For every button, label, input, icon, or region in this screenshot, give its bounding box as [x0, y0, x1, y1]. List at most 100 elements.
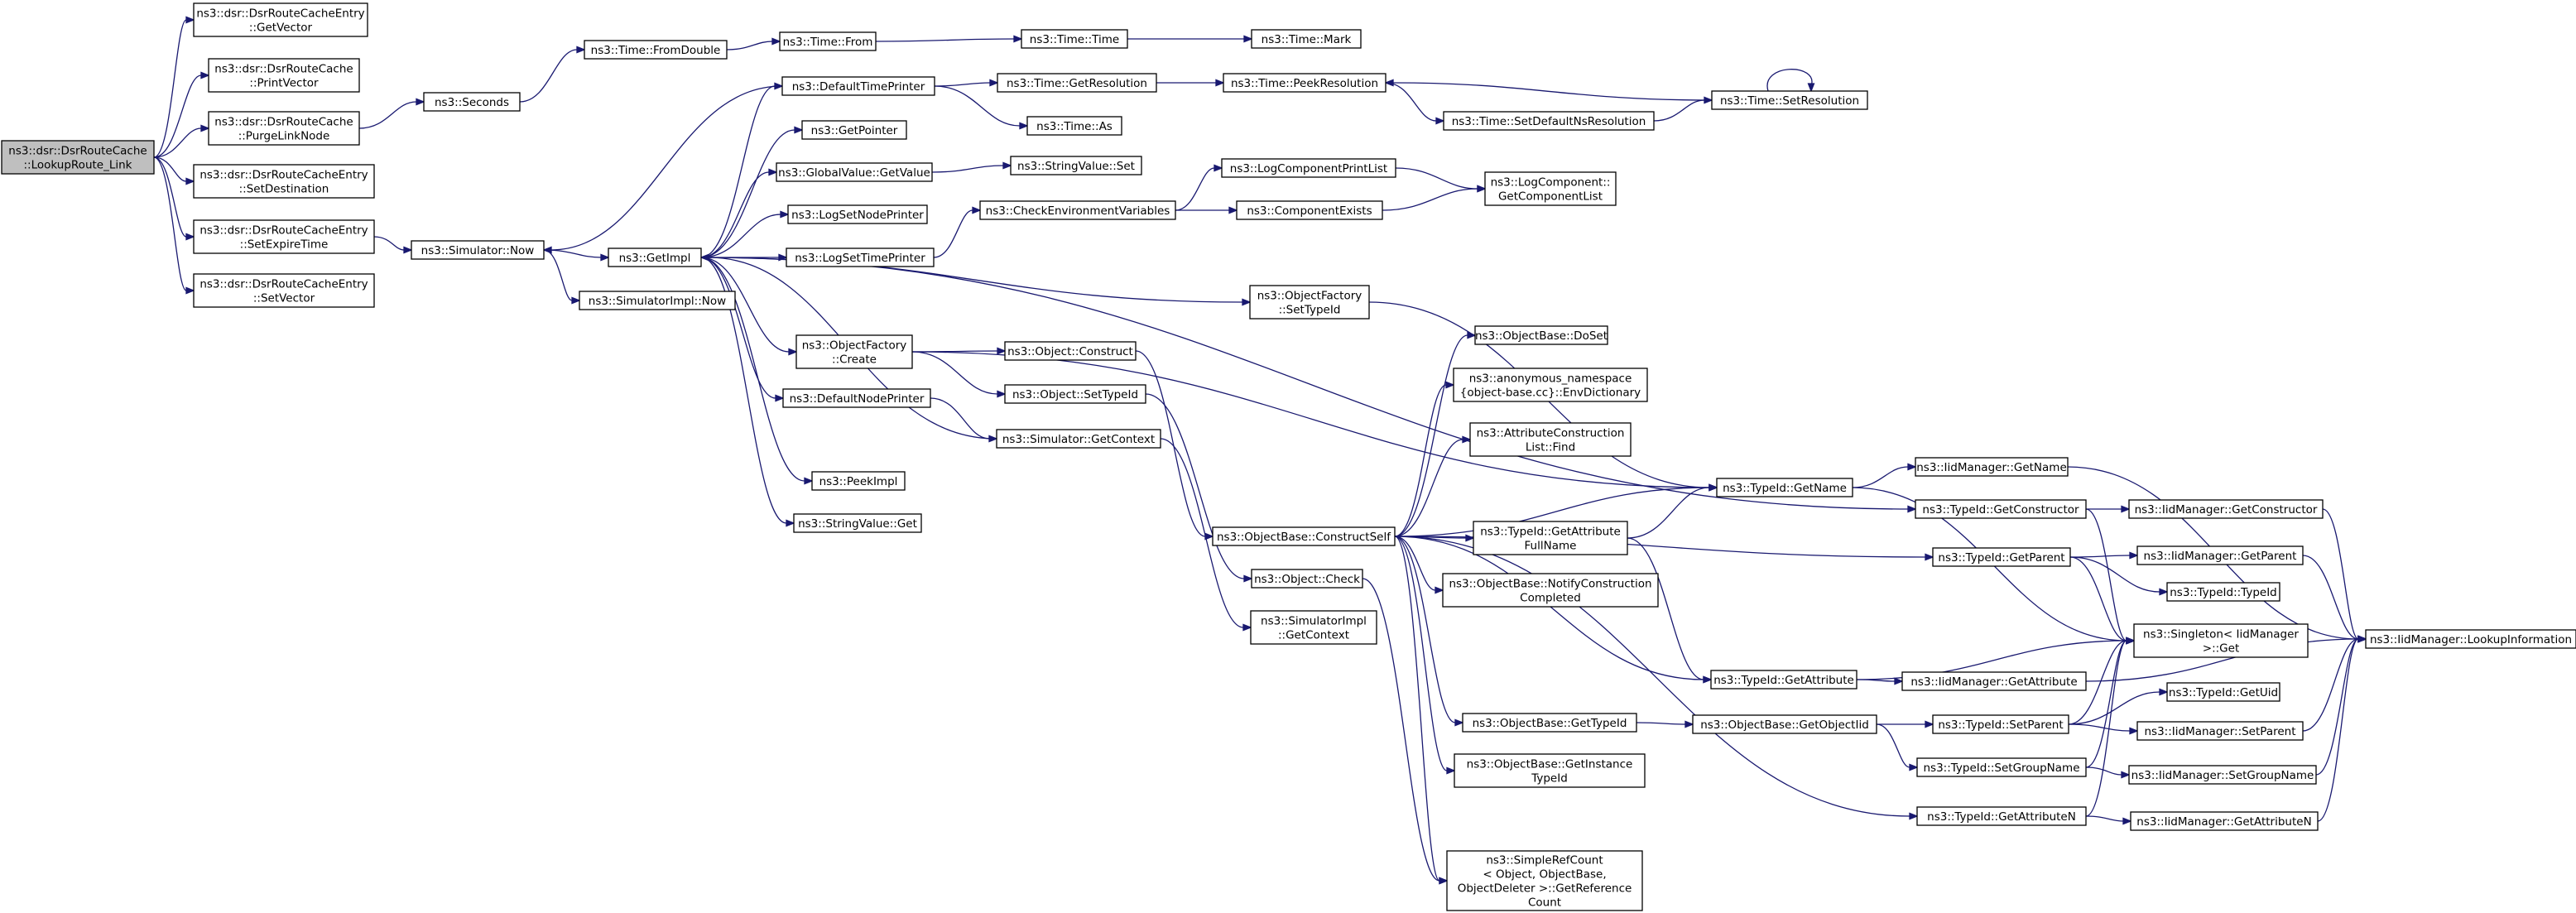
node-box[interactable] [1454, 753, 1646, 788]
node-box[interactable] [1915, 499, 2087, 519]
node-box[interactable] [2136, 545, 2304, 565]
node-box[interactable] [1710, 670, 1858, 690]
node-typeid-setgroupname[interactable]: ns3::TypeId::SetGroupName [1916, 757, 2087, 777]
node-envdictionary[interactable]: ns3::anonymous_namespace{object-base.cc}… [1453, 368, 1648, 402]
node-typeid-getuid[interactable]: ns3::TypeId::GetUid [2166, 682, 2280, 702]
node-lookuproute[interactable]: ns3::dsr::DsrRouteCache::LookupRoute_Lin… [1, 140, 155, 175]
node-box[interactable] [1915, 457, 2069, 477]
node-box[interactable] [1004, 384, 1146, 404]
node-sim-now[interactable]: ns3::Simulator::Now [411, 240, 545, 260]
node-objectfactory-create[interactable]: ns3::ObjectFactory::Create [795, 334, 913, 369]
node-box[interactable] [2166, 582, 2280, 602]
node-typeid-getattribute[interactable]: ns3::TypeId::GetAttribute [1710, 670, 1858, 690]
node-stringvalue-get[interactable]: ns3::StringValue::Get [793, 513, 922, 533]
node-box[interactable] [1469, 422, 1632, 457]
node-box[interactable] [608, 247, 702, 267]
node-box[interactable] [1236, 200, 1383, 220]
node-objectbase-getobjectiid[interactable]: ns3::ObjectBase::GetObjectIid [1692, 714, 1877, 734]
node-getpointer[interactable]: ns3::GetPointer [801, 120, 907, 140]
node-box[interactable] [1462, 713, 1637, 733]
node-rce-setexpiretime[interactable]: ns3::dsr::DsrRouteCacheEntry::SetExpireT… [193, 219, 375, 254]
node-box[interactable] [1442, 573, 1659, 608]
node-box[interactable] [2365, 629, 2576, 649]
node-box[interactable] [1004, 341, 1137, 361]
node-box[interactable] [1223, 73, 1387, 93]
node-box[interactable] [776, 162, 933, 182]
node-box[interactable] [1932, 714, 2069, 734]
node-getimpl[interactable]: ns3::GetImpl [608, 247, 702, 267]
node-box[interactable] [779, 31, 877, 51]
node-typeid-typeid[interactable]: ns3::TypeId::TypeId [2166, 582, 2280, 602]
node-time-setresolution[interactable]: ns3::Time::SetResolution [1711, 90, 1868, 110]
node-typeid-getconstructor[interactable]: ns3::TypeId::GetConstructor [1915, 499, 2087, 519]
node-object-settypeid[interactable]: ns3::Object::SetTypeId [1004, 384, 1146, 404]
node-object-construct[interactable]: ns3::Object::Construct [1004, 341, 1137, 361]
node-box[interactable] [1932, 547, 2071, 567]
node-box[interactable] [423, 92, 521, 112]
node-object-check[interactable]: ns3::Object::Check [1251, 569, 1363, 589]
node-time-getresolution[interactable]: ns3::Time::GetResolution [997, 73, 1157, 93]
node-time-time[interactable]: ns3::Time::Time [1021, 29, 1128, 49]
node-time-from[interactable]: ns3::Time::From [779, 31, 877, 51]
node-typeid-getname[interactable]: ns3::TypeId::GetName [1716, 478, 1853, 497]
node-objectbase-doset[interactable]: ns3::ObjectBase::DoSet [1474, 325, 1608, 345]
node-box[interactable] [1, 140, 155, 175]
node-box[interactable] [208, 58, 360, 93]
node-time-setdefaultns[interactable]: ns3::Time::SetDefaultNsResolution [1443, 111, 1655, 131]
node-box[interactable] [1916, 806, 2087, 826]
node-sim-getcontext[interactable]: ns3::Simulator::GetContext [996, 429, 1161, 449]
node-box[interactable] [979, 200, 1176, 220]
node-logcomponentprintlist[interactable]: ns3::LogComponentPrintList [1221, 158, 1396, 178]
node-stringvalue-set[interactable]: ns3::StringValue::Set [1010, 156, 1142, 175]
node-box[interactable] [1916, 757, 2087, 777]
node-box[interactable] [2128, 499, 2324, 519]
node-logsettimeprinter[interactable]: ns3::LogSetTimePrinter [786, 247, 935, 267]
node-iid-getattribute[interactable]: ns3::IidManager::GetAttribute [1901, 671, 2087, 691]
node-componentexists[interactable]: ns3::ComponentExists [1236, 200, 1383, 220]
node-box[interactable] [193, 2, 368, 37]
node-rc-purgelinknode[interactable]: ns3::dsr::DsrRouteCache::PurgeLinkNode [208, 111, 360, 146]
node-box[interactable] [193, 273, 375, 308]
node-box[interactable] [584, 40, 728, 60]
node-box[interactable] [787, 204, 928, 224]
node-iid-getparent[interactable]: ns3::IidManager::GetParent [2136, 545, 2304, 565]
node-box[interactable] [1473, 521, 1628, 555]
node-rce-setdestination[interactable]: ns3::dsr::DsrRouteCacheEntry::SetDestina… [193, 164, 375, 199]
node-rce-setvector[interactable]: ns3::dsr::DsrRouteCacheEntry::SetVector [193, 273, 375, 308]
node-iid-getconstructor[interactable]: ns3::IidManager::GetConstructor [2128, 499, 2324, 519]
node-box[interactable] [1021, 29, 1128, 49]
node-box[interactable] [1716, 478, 1853, 497]
node-objectbase-gettypeid[interactable]: ns3::ObjectBase::GetTypeId [1462, 713, 1637, 733]
node-box[interactable] [1453, 368, 1648, 402]
node-box[interactable] [1484, 171, 1617, 206]
node-box[interactable] [782, 388, 931, 408]
node-iid-getname[interactable]: ns3::IidManager::GetName [1915, 457, 2069, 477]
node-time-as[interactable]: ns3::Time::As [1026, 116, 1122, 136]
node-box[interactable] [1249, 285, 1370, 320]
node-rce-getvector[interactable]: ns3::dsr::DsrRouteCacheEntry::GetVector [193, 2, 368, 37]
node-box[interactable] [1443, 111, 1655, 131]
node-simimpl-now[interactable]: ns3::SimulatorImpl::Now [579, 291, 736, 310]
node-time-fromdouble[interactable]: ns3::Time::FromDouble [584, 40, 728, 60]
node-box[interactable] [2133, 623, 2309, 658]
node-typeid-setparent[interactable]: ns3::TypeId::SetParent [1932, 714, 2069, 734]
node-box[interactable] [208, 111, 360, 146]
node-box[interactable] [193, 164, 375, 199]
node-box[interactable] [793, 513, 922, 533]
node-defaulttimeprinter[interactable]: ns3::DefaultTimePrinter [781, 76, 935, 96]
node-checkenvvars[interactable]: ns3::CheckEnvironmentVariables [979, 200, 1176, 220]
node-globalvalue-getvalue[interactable]: ns3::GlobalValue::GetValue [776, 162, 933, 182]
node-box[interactable] [1212, 526, 1396, 546]
node-box[interactable] [1251, 569, 1363, 589]
node-rc-printvector[interactable]: ns3::dsr::DsrRouteCache::PrintVector [208, 58, 360, 93]
node-box[interactable] [579, 291, 736, 310]
node-box[interactable] [2166, 682, 2280, 702]
node-box[interactable] [781, 76, 935, 96]
node-simplerefcount[interactable]: ns3::SimpleRefCount< Object, ObjectBase,… [1446, 850, 1643, 911]
node-time-peekresolution[interactable]: ns3::Time::PeekResolution [1223, 73, 1387, 93]
node-logsetnodeprinter[interactable]: ns3::LogSetNodePrinter [787, 204, 928, 224]
node-box[interactable] [2130, 811, 2319, 831]
node-iid-getattributen[interactable]: ns3::IidManager::GetAttributeN [2130, 811, 2319, 831]
